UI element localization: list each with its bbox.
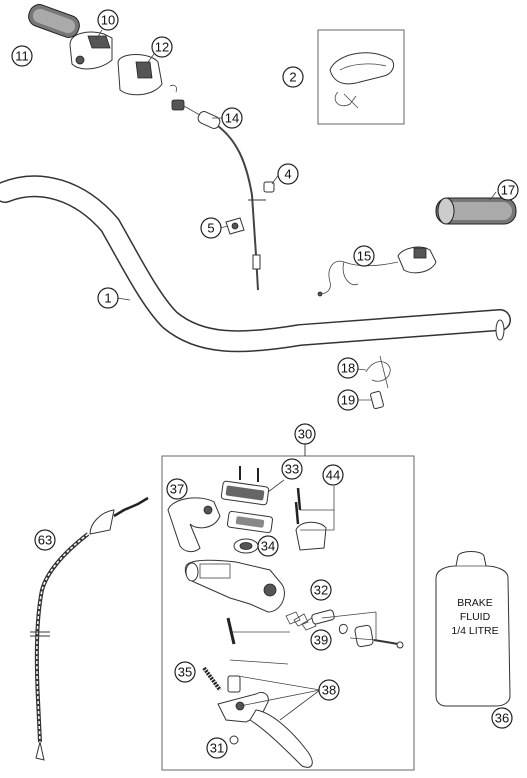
svg-text:1: 1 xyxy=(104,291,111,306)
svg-text:35: 35 xyxy=(178,665,192,680)
callout-30: 30 xyxy=(294,423,316,445)
callout-38: 38 xyxy=(318,679,340,701)
throttle-cover xyxy=(117,54,163,96)
svg-text:63: 63 xyxy=(38,533,52,548)
svg-text:32: 32 xyxy=(314,583,328,598)
svg-text:2: 2 xyxy=(289,70,296,85)
callout-35: 35 xyxy=(174,661,196,683)
brake-fluid-bottle: BRAKE FLUID 1/4 LITRE xyxy=(435,551,511,707)
callout-18: 18 xyxy=(337,357,359,379)
svg-text:12: 12 xyxy=(155,40,169,55)
clamp-screws xyxy=(294,487,327,551)
svg-text:39: 39 xyxy=(314,633,328,648)
callout-37: 37 xyxy=(166,478,188,500)
svg-text:15: 15 xyxy=(357,249,371,264)
svg-text:18: 18 xyxy=(341,361,355,376)
svg-text:4: 4 xyxy=(284,167,291,182)
callout-32: 32 xyxy=(310,579,332,601)
callout-10: 10 xyxy=(97,9,119,31)
callout-17: 17 xyxy=(497,179,519,201)
callout-12: 12 xyxy=(151,36,173,58)
reservoir-cover xyxy=(220,466,274,534)
callout-5: 5 xyxy=(200,217,222,239)
clutch-assembly-frame xyxy=(161,455,415,771)
svg-text:44: 44 xyxy=(326,468,340,483)
cable-nut xyxy=(263,181,275,193)
brake-fluid-line-2: FLUID xyxy=(460,611,491,623)
svg-text:37: 37 xyxy=(170,482,184,497)
callout-39: 39 xyxy=(310,629,332,651)
leader-lines xyxy=(229,479,377,721)
handlebar xyxy=(0,175,511,353)
callout-63: 63 xyxy=(34,529,56,551)
spacer-sleeve xyxy=(370,390,384,410)
svg-text:38: 38 xyxy=(322,683,336,698)
clutch-lever xyxy=(217,691,313,768)
svg-text:17: 17 xyxy=(501,183,515,198)
throttle-cable xyxy=(169,84,266,291)
callout-33: 33 xyxy=(281,458,303,480)
callout-34: 34 xyxy=(257,535,279,557)
callout-11: 11 xyxy=(11,45,33,67)
cable-tie xyxy=(365,355,391,389)
right-grip xyxy=(435,197,517,225)
svg-text:31: 31 xyxy=(210,741,224,756)
brake-fluid-line-3: 1/4 LITRE xyxy=(451,625,498,637)
throttle-housing xyxy=(69,31,113,70)
grip-sleeve-frame xyxy=(317,29,405,125)
svg-text:14: 14 xyxy=(225,111,239,126)
kill-switch xyxy=(317,246,437,297)
svg-text:36: 36 xyxy=(495,711,509,726)
svg-text:33: 33 xyxy=(285,462,299,477)
cable-adjuster xyxy=(225,217,245,235)
hot-start-cable xyxy=(30,496,149,761)
brake-fluid-line-1: BRAKE xyxy=(457,597,493,609)
grip-sleeve xyxy=(329,52,395,109)
callout-31: 31 xyxy=(206,737,228,759)
svg-text:34: 34 xyxy=(261,539,275,554)
svg-text:30: 30 xyxy=(298,427,312,442)
master-cylinder-body xyxy=(184,559,285,613)
callout-14: 14 xyxy=(221,107,243,129)
piston-kit xyxy=(285,609,404,649)
callout-19: 19 xyxy=(337,389,359,411)
svg-text:19: 19 xyxy=(341,393,355,408)
lever-pivot-parts xyxy=(202,617,241,693)
left-grip xyxy=(28,4,80,38)
callout-36: 36 xyxy=(491,707,513,729)
svg-text:11: 11 xyxy=(15,49,29,64)
callout-4: 4 xyxy=(277,163,299,185)
bellows xyxy=(233,538,259,554)
svg-text:10: 10 xyxy=(101,13,115,28)
callout-1: 1 xyxy=(97,287,119,309)
svg-text:5: 5 xyxy=(207,221,214,236)
callout-15: 15 xyxy=(353,245,375,267)
callout-2: 2 xyxy=(282,66,304,88)
clutch-clamp xyxy=(167,497,221,553)
callout-44: 44 xyxy=(322,464,344,486)
